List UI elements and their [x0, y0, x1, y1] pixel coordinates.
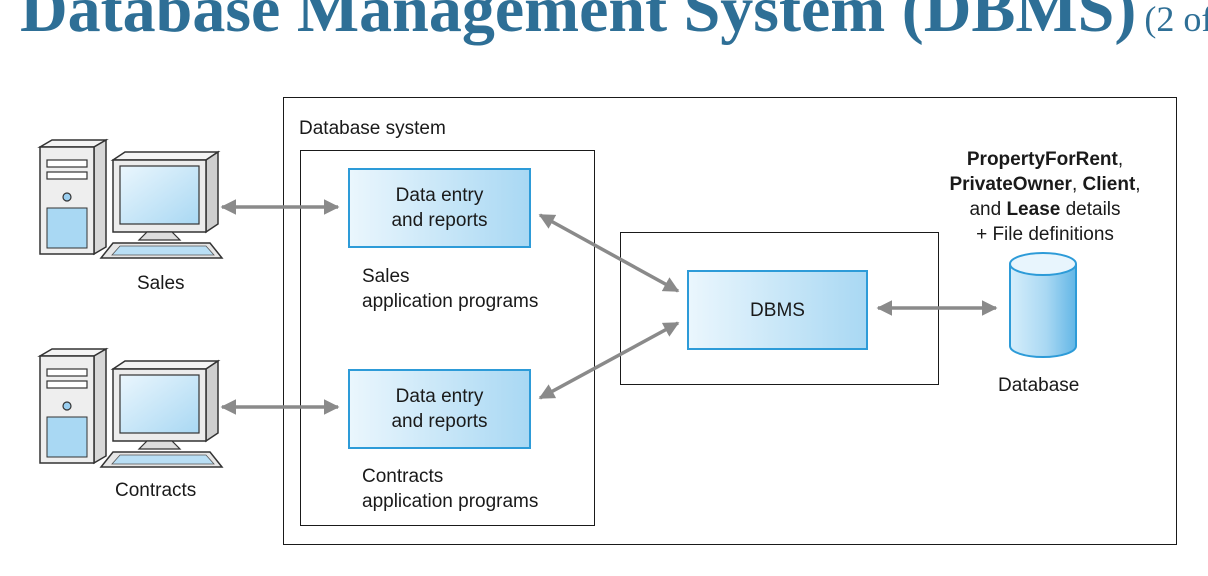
database-system-frame	[283, 97, 1177, 545]
contracts-box-line1: Data entry	[395, 386, 484, 407]
contracts-data-entry-box: Data entry and reports	[348, 369, 531, 449]
sales-programs-line2: application programs	[362, 291, 539, 312]
contracts-computer-icon	[37, 347, 224, 468]
file-definitions-text: + File definitions	[976, 224, 1114, 245]
sales-data-entry-box: Data entry and reports	[348, 168, 531, 248]
file-separator: ,	[1117, 149, 1124, 170]
database-cylinder-icon	[1009, 252, 1077, 358]
sales-programs-line1: Sales	[362, 266, 410, 287]
dbms-box: DBMS	[687, 270, 868, 350]
file-text-details: details	[1060, 199, 1121, 220]
sales-dbms-arrow	[538, 213, 680, 293]
database-system-label: Database system	[299, 118, 446, 139]
sales-programs-label: Sales application programs	[362, 264, 538, 314]
sales-box-line1: Data entry	[395, 185, 484, 206]
sales-computer-icon	[37, 138, 224, 259]
file-separator: ,	[1071, 174, 1083, 195]
database-label: Database	[998, 375, 1080, 396]
page-title: Database Management System (DBMS)(2 of 2…	[20, 0, 1208, 59]
file-separator: ,	[1135, 174, 1141, 195]
contracts-dbms-arrow	[538, 321, 680, 400]
contracts-client-label: Contracts	[115, 480, 197, 501]
contracts-programs-line1: Contracts	[362, 466, 444, 487]
contracts-programs-label: Contracts application programs	[362, 464, 538, 514]
file-name-propertyforrent: PropertyForRent	[966, 149, 1118, 170]
title-main: Database Management System (DBMS)	[20, 0, 1137, 46]
file-name-privateowner: PrivateOwner	[949, 174, 1072, 195]
contracts-box-line2: and reports	[391, 411, 488, 432]
database-contents-text: PropertyForRent, PrivateOwner, Client, a…	[930, 147, 1160, 247]
title-subtitle: (2 of 2)	[1144, 0, 1208, 39]
file-text-and: and	[969, 199, 1007, 220]
sales-box-line2: and reports	[391, 210, 488, 231]
file-name-lease: Lease	[1006, 199, 1061, 220]
contracts-programs-line2: application programs	[362, 491, 539, 512]
dbms-label: DBMS	[750, 299, 805, 321]
file-name-client: Client	[1082, 174, 1136, 195]
sales-client-label: Sales	[137, 273, 185, 294]
